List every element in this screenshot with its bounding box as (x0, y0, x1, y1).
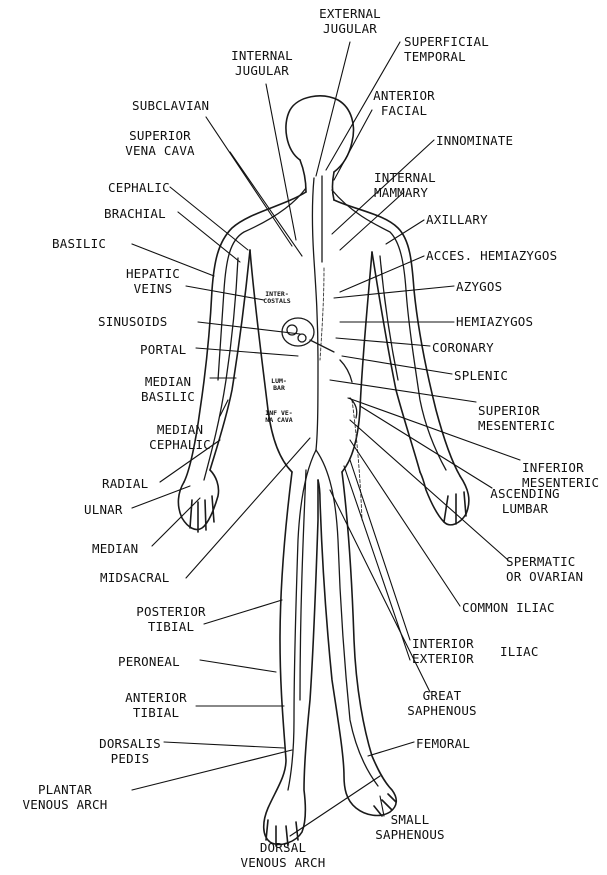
label-basilic: BASILIC (52, 236, 106, 251)
label-coronary: CORONARY (432, 340, 494, 355)
label-hepatic-veins: HEPATIC VEINS (118, 266, 188, 296)
label-common-iliac: COMMON ILIAC (462, 600, 555, 615)
label-midsacral: MIDSACRAL (100, 570, 170, 585)
label-femoral: FEMORAL (416, 736, 470, 751)
label-posterior-tibial: POSTERIOR TIBIAL (126, 604, 216, 634)
label-portal: PORTAL (140, 342, 186, 357)
label-internal-jugular: INTERNAL JUGULAR (222, 48, 302, 78)
body-outline (178, 96, 469, 846)
label-cephalic: CEPHALIC (108, 180, 170, 195)
label-median-basilic: MEDIAN BASILIC (128, 374, 208, 404)
label-acces-hemiazygos: ACCES. HEMIAZYGOS (426, 248, 557, 263)
label-hemiazygos: HEMIAZYGOS (456, 314, 533, 329)
label-ascending-lumbar: ASCENDING LUMBAR (480, 486, 570, 516)
intercostals-label: INTER- COSTALS (262, 291, 292, 305)
label-peroneal: PERONEAL (118, 654, 180, 669)
label-innominate: INNOMINATE (436, 133, 513, 148)
label-ulnar: ULNAR (84, 502, 123, 517)
lumbar-label: LUM- BAR (268, 378, 290, 392)
label-axillary: AXILLARY (426, 212, 488, 227)
label-spermatic-or-ovarian: SPERMATIC OR OVARIAN (506, 554, 583, 584)
label-iliac: ILIAC (500, 644, 539, 659)
label-anterior-facial: ANTERIOR FACIAL (364, 88, 444, 118)
label-external-jugular: EXTERNAL JUGULAR (310, 6, 390, 36)
label-superior-vena-cava: SUPERIOR VENA CAVA (108, 128, 212, 158)
label-sinusoids: SINUSOIDS (98, 314, 168, 329)
label-subclavian: SUBCLAVIAN (132, 98, 209, 113)
label-median-cephalic: MEDIAN CEPHALIC (140, 422, 220, 452)
inf-vena-cava-label: INF VE- NA CAVA (264, 410, 294, 424)
label-dorsalis-pedis: DORSALIS PEDIS (90, 736, 170, 766)
label-median: MEDIAN (92, 541, 138, 556)
label-superficial-temporal: SUPERFICIAL TEMPORAL (404, 34, 489, 64)
label-interior-exterior: INTERIOR EXTERIOR (412, 636, 474, 666)
label-azygos: AZYGOS (456, 279, 502, 294)
label-radial: RADIAL (102, 476, 148, 491)
label-plantar-venous-arch: PLANTAR VENOUS ARCH (0, 782, 130, 812)
label-anterior-tibial: ANTERIOR TIBIAL (114, 690, 198, 720)
label-dorsal-venous-arch: DORSAL VENOUS ARCH (228, 840, 338, 870)
label-brachial: BRACHIAL (104, 206, 166, 221)
label-great-saphenous: GREAT SAPHENOUS (402, 688, 482, 718)
label-small-saphenous: SMALL SAPHENOUS (360, 812, 460, 842)
label-internal-mammary: INTERNAL MAMMARY (374, 170, 436, 200)
label-superior-mesenteric: SUPERIOR MESENTERIC (478, 403, 555, 433)
label-splenic: SPLENIC (454, 368, 508, 383)
